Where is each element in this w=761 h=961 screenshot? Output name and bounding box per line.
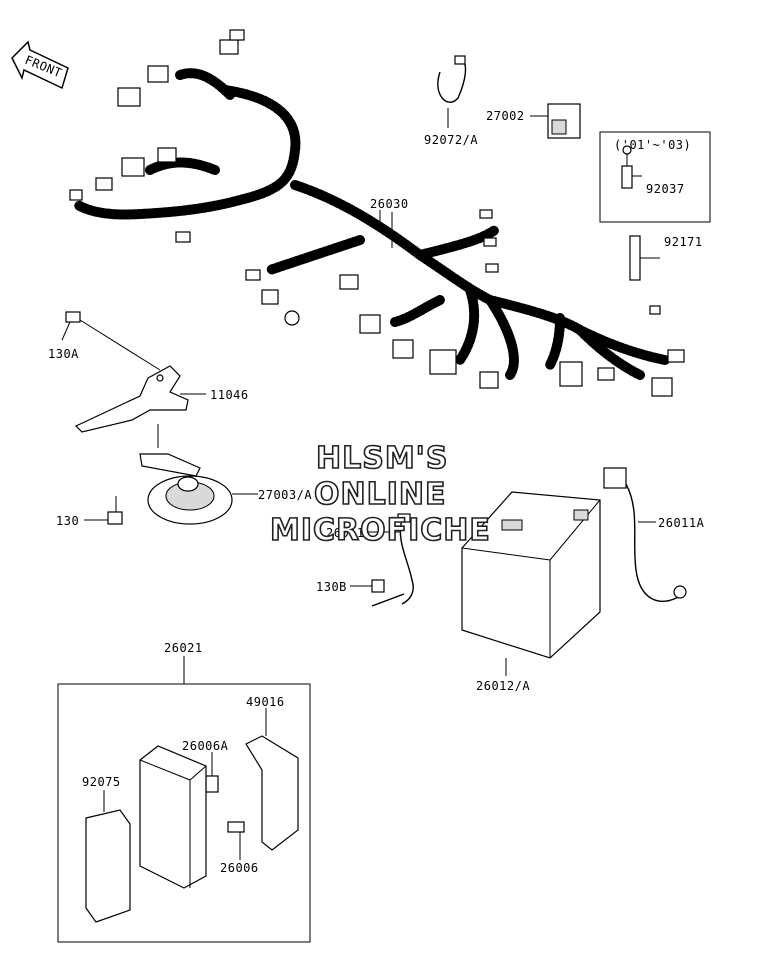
watermark-line3: MICROFICHE <box>270 513 491 548</box>
watermark: HLSM'S ONLINE MICROFICHE <box>269 440 491 549</box>
battery-26012A <box>461 491 601 676</box>
fuse-cover-92075 <box>85 790 131 923</box>
label-26011: 26011 <box>326 526 365 540</box>
label-92072A: 92072/A <box>424 133 478 147</box>
bolt-130 <box>84 496 123 525</box>
fuse-26006A <box>205 752 219 793</box>
cable-tie-92072A <box>437 55 467 128</box>
year-range-box <box>599 131 711 223</box>
clip-92171 <box>629 235 660 281</box>
label-11046: 11046 <box>210 388 249 402</box>
watermark-line2: ONLINE <box>314 477 447 512</box>
main-harness-26030 <box>69 29 685 397</box>
front-arrow-icon: FRONT <box>11 40 69 90</box>
fuse-box-body <box>139 745 207 889</box>
label-26012A: 26012/A <box>476 679 530 693</box>
label-26006: 26006 <box>220 861 259 875</box>
label-26011A: 26011A <box>658 516 705 530</box>
label-92171: 92171 <box>664 235 703 249</box>
label-130B: 130B <box>316 580 347 594</box>
cable-26011A <box>603 467 687 602</box>
bracket-11046 <box>74 365 206 433</box>
bolt-130A <box>61 311 161 371</box>
horn-27003A <box>139 424 258 525</box>
label-26021: 26021 <box>164 641 203 655</box>
cable-26011 <box>360 513 414 607</box>
label-92037: 92037 <box>646 182 685 196</box>
bolt-130B <box>350 579 385 593</box>
relay-27002 <box>530 103 581 139</box>
label-27002: 27002 <box>486 109 525 123</box>
label-year-range: ('01'~'03) <box>614 138 691 152</box>
watermark-line1: HLSM'S <box>316 441 448 476</box>
fuse-26006 <box>227 821 245 860</box>
label-27003A: 27003/A <box>258 488 312 502</box>
label-26006A: 26006A <box>182 739 229 753</box>
label-49016: 49016 <box>246 695 285 709</box>
fuse-kit-frame <box>57 683 311 943</box>
fuse-box-cover-49016 <box>245 708 299 851</box>
connector-92037 <box>621 145 642 189</box>
label-92075: 92075 <box>82 775 121 789</box>
label-26030: 26030 <box>370 197 409 211</box>
label-130A: 130A <box>48 347 79 361</box>
label-130: 130 <box>56 514 79 528</box>
